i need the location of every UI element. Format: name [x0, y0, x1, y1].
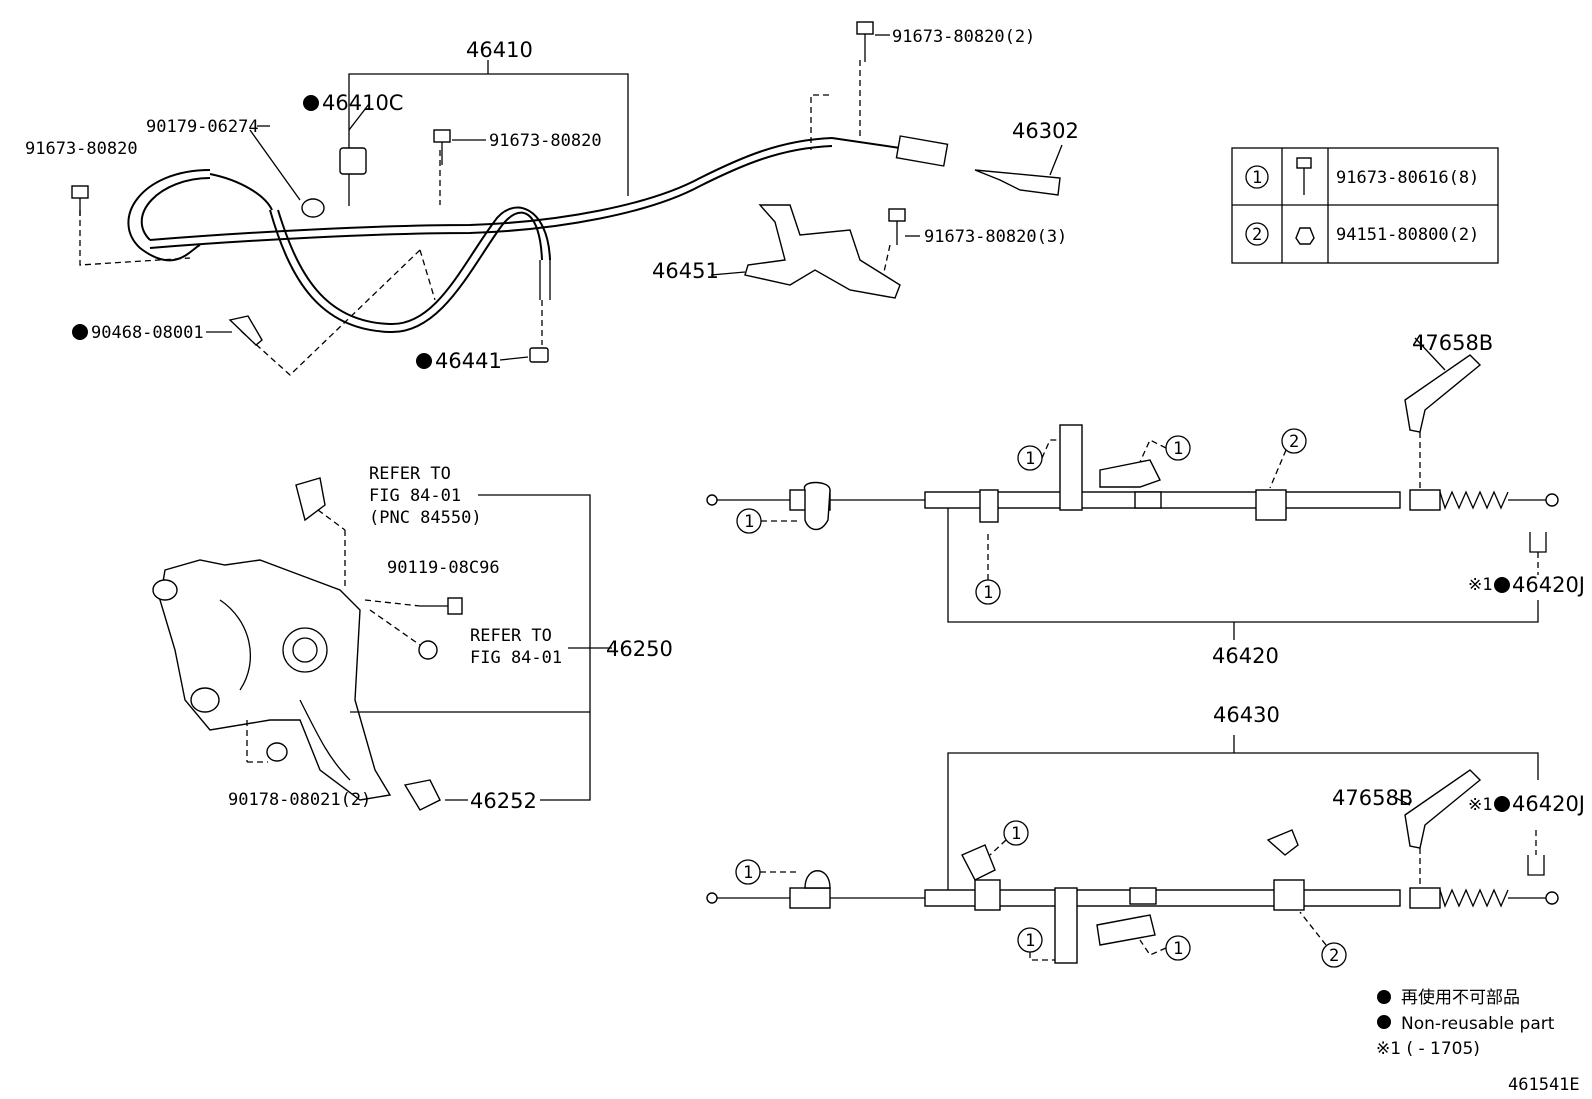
label-90119-08C96: 90119-08C96: [387, 558, 500, 578]
label-90178-08021-2: 90178-08021(2): [228, 790, 371, 810]
callout-1: 1: [1025, 449, 1035, 469]
table-row-1-part: 91673-80616(8): [1336, 168, 1479, 188]
bolt-icon: [1296, 157, 1312, 195]
callout-1: 1: [1173, 939, 1183, 959]
table-row-2-part: 94151-80800(2): [1336, 225, 1479, 245]
non-reusable-dot-icon: [416, 353, 432, 369]
callout-1: 1: [1025, 931, 1035, 951]
note-mark: ※1: [1468, 795, 1492, 815]
callout-1: 1: [744, 512, 754, 532]
label-refer-to-1: REFER TO: [369, 464, 451, 484]
label-90468-08001: 90468-08001: [91, 323, 204, 343]
non-reusable-dot-icon: [303, 95, 319, 111]
label-91673-80820-2: 91673-80820(2): [892, 27, 1035, 47]
non-reusable-dot-icon: [1377, 1015, 1391, 1029]
label-46420: 46420: [1212, 644, 1279, 668]
bolt-icon: [433, 129, 451, 165]
legend: 再使用不可部品 Non-reusable part ※1 ( - 1705) 4…: [1376, 987, 1580, 1095]
callout-1: 1: [1173, 439, 1183, 459]
label-91673-80820-3: 91673-80820(3): [924, 227, 1067, 247]
label-46410: 46410: [466, 38, 533, 62]
callout-1: 1: [1011, 824, 1021, 844]
label-46410C: 46410C: [322, 91, 403, 115]
note-mark: ※1: [1468, 575, 1492, 595]
label-46451: 46451: [652, 259, 719, 283]
label-91673-80820-mid: 91673-80820: [489, 131, 602, 151]
label-46302: 46302: [1012, 119, 1079, 143]
label-46420J-top: 46420J: [1512, 573, 1585, 597]
non-reusable-dot-icon: [72, 324, 88, 340]
cable-46420-assembly: 1 1 2 1 1 47658B ※1 46420J 46420: [706, 331, 1585, 668]
table-row-2-num: 2: [1252, 225, 1262, 245]
figure-id: 461541E: [1508, 1075, 1580, 1095]
label-46441: 46441: [435, 349, 502, 373]
label-47658B-top: 47658B: [1412, 331, 1493, 355]
non-reusable-dot-icon: [1494, 796, 1510, 812]
callout-1: 1: [743, 863, 753, 883]
legend-en: Non-reusable part: [1401, 1014, 1555, 1034]
label-fig-84-01-1: FIG 84-01: [369, 486, 461, 506]
non-reusable-dot-icon: [1494, 577, 1510, 593]
flange-nut-icon: [1295, 227, 1315, 245]
label-46430: 46430: [1213, 703, 1280, 727]
label-47658B-bottom: 47658B: [1332, 786, 1413, 810]
callout-2: 2: [1329, 946, 1339, 966]
callout-2: 2: [1289, 432, 1299, 452]
pedal-assembly-46250: REFER TO FIG 84-01 (PNC 84550) 90119-08C…: [152, 464, 673, 813]
non-reusable-dot-icon: [1377, 990, 1391, 1004]
label-46252: 46252: [470, 789, 537, 813]
bolt-icon: [420, 597, 463, 615]
table-row-1-num: 1: [1252, 168, 1262, 188]
legend-jp: 再使用不可部品: [1401, 987, 1520, 1008]
bolt-icon: [888, 208, 906, 245]
cable-46430-assembly: 1 1 1 1 2 46430 47658B ※1 46420J: [706, 703, 1585, 968]
label-fig-84-01-2: FIG 84-01: [470, 648, 562, 668]
label-pnc-84550: (PNC 84550): [369, 508, 482, 528]
label-46250: 46250: [606, 637, 673, 661]
fastener-table: 1 91673-80616(8) 2 94151-80800(2): [1231, 147, 1499, 264]
label-90179-06274: 90179-06274: [146, 117, 259, 137]
bolt-icon: [856, 21, 874, 62]
cable-46410-assembly: 46410 46410C 91673-80820(2) 90179-06274 …: [25, 21, 1079, 376]
bolt-icon: [71, 185, 89, 216]
callout-1: 1: [983, 583, 993, 603]
label-91673-80820-left: 91673-80820: [25, 139, 138, 159]
legend-note: ※1 ( - 1705): [1376, 1039, 1480, 1059]
label-refer-to-2: REFER TO: [470, 626, 552, 646]
label-46420J-bottom: 46420J: [1512, 792, 1585, 816]
